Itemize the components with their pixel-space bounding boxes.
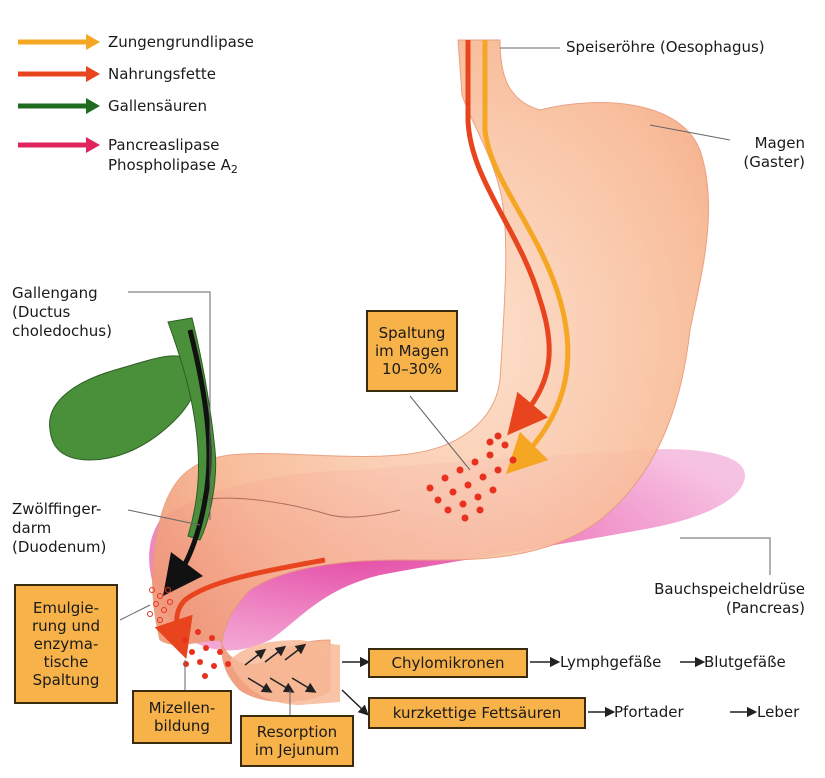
- flow-portal-vein: Pfortader: [614, 703, 684, 721]
- flow-liver: Leber: [757, 703, 799, 721]
- pancreas-label-latin: (Pancreas): [600, 599, 805, 617]
- flow-lymph-vessels: Lymphgefäße: [560, 653, 661, 671]
- box-stomach-cleavage-line-2: im Magen: [375, 342, 449, 360]
- legend-bile-acids: Gallensäuren: [108, 97, 207, 115]
- box-emulsification-line-4: tische: [32, 653, 100, 671]
- duodenum-label-3: (Duodenum): [12, 538, 106, 556]
- box-emulsification-line-5: Spaltung: [32, 671, 100, 689]
- box-emulsification: Emulgie- rung und enzyma- tische Spaltun…: [14, 584, 118, 704]
- legend-phospholipase: Phospholipase A2: [108, 156, 238, 179]
- box-resorption-line-1: Resorption: [255, 723, 340, 741]
- flow-blood-vessels: Blutgefäße: [704, 653, 786, 671]
- box-stomach-cleavage-line-3: 10–30%: [375, 360, 449, 378]
- box-emulsification-line-1: Emulgie-: [32, 599, 100, 617]
- box-resorption-line-2: im Jejunum: [255, 741, 340, 759]
- legend-lingual-lipase: Zungengrundlipase: [108, 33, 254, 51]
- box-chylomicrons: Chylomikronen: [368, 648, 528, 678]
- duodenum-label-1: Zwölffinger-: [12, 500, 101, 518]
- legend-pancreatic-lipase: Pancreaslipase: [108, 136, 219, 154]
- jejunum-shape: [230, 640, 340, 705]
- pancreas-label-name: Bauchspeicheldrüse: [600, 580, 805, 598]
- box-short-chain-fatty-acids: kurzkettige Fettsäuren: [368, 697, 586, 729]
- esophagus-label: Speiseröhre (Oesophagus): [566, 38, 765, 56]
- box-emulsification-line-3: enzyma-: [32, 635, 100, 653]
- legend-arrows: [18, 34, 100, 153]
- legend-phospholipase-sub: 2: [231, 163, 238, 176]
- box-resorption: Resorption im Jejunum: [240, 715, 354, 767]
- gallbladder-shape: [50, 356, 198, 460]
- box-stomach-cleavage: Spaltung im Magen 10–30%: [366, 310, 458, 392]
- duodenum-label-2: darm: [12, 519, 51, 537]
- bile-duct-label-latin-1: (Ductus: [12, 303, 70, 321]
- box-micelle-formation: Mizellen- bildung: [132, 690, 232, 744]
- box-emulsification-line-2: rung und: [32, 617, 100, 635]
- box-micelle-line-1: Mizellen-: [149, 699, 216, 717]
- stomach-label-name: Magen: [720, 134, 805, 152]
- box-stomach-cleavage-line-1: Spaltung: [375, 324, 449, 342]
- bile-duct-label-latin-2: choledochus): [12, 322, 112, 340]
- box-micelle-line-2: bildung: [149, 717, 216, 735]
- bile-duct-label-name: Gallengang: [12, 284, 98, 302]
- legend-phospholipase-name: Phospholipase A: [108, 156, 231, 174]
- legend-dietary-fats: Nahrungsfette: [108, 65, 216, 83]
- stomach-label-latin: (Gaster): [720, 153, 805, 171]
